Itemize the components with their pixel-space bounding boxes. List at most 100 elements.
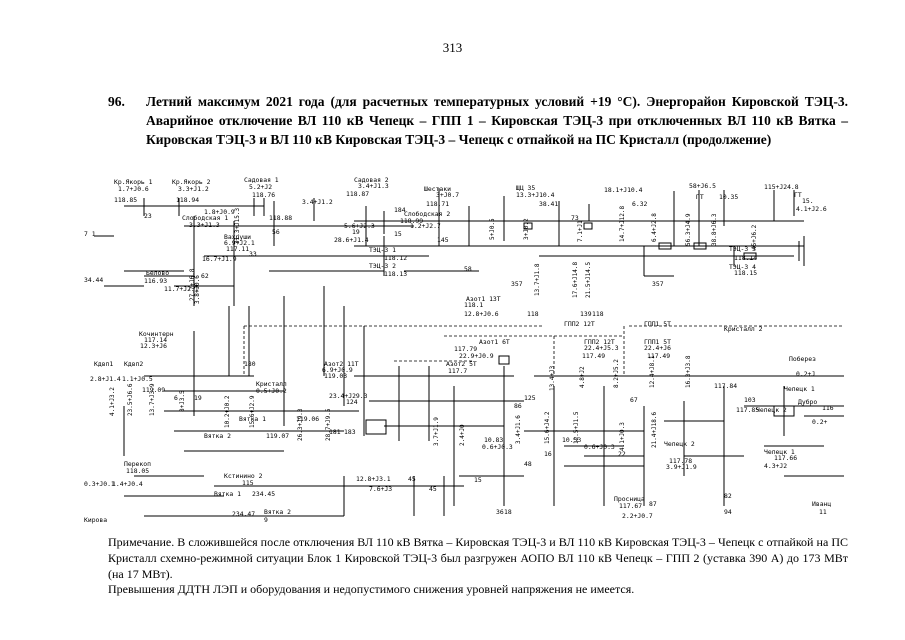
scheme-label: 0.6+J0.3	[482, 443, 513, 451]
scheme-label: Слободская 1	[182, 214, 228, 222]
line-number: 184	[394, 206, 406, 214]
breaker	[498, 355, 510, 365]
scheme-label: 118.14	[734, 254, 757, 262]
scheme-label: 119.09	[142, 386, 165, 394]
scheme-label: ГПП2 12Т	[564, 320, 595, 328]
scheme-label: 119.06	[296, 415, 319, 423]
scheme-label: 1.4+J0.4	[112, 480, 143, 488]
flow-label: 4.8+J2	[579, 366, 586, 388]
scheme-label: 3.3+J1.3	[189, 221, 220, 229]
scheme-label: 15.	[802, 197, 814, 205]
scheme-label: 58+J6.5	[689, 182, 716, 190]
scheme-label: 16.7+J1.9	[202, 255, 237, 263]
scheme-label: Кдвп1	[94, 360, 113, 368]
scheme-label: 118.87	[346, 190, 369, 198]
flow-label: 2.4+J0	[459, 424, 466, 446]
scheme-label: 12.3+J6	[140, 342, 167, 350]
scheme-label: 117.7	[448, 367, 467, 375]
scheme-label: ТЭЦ-3 2	[369, 262, 396, 270]
breaker	[658, 242, 672, 250]
breaker	[773, 405, 795, 417]
flow-label: 28.7+J9.5	[325, 408, 332, 441]
scheme-label: Кдвп2	[124, 360, 143, 368]
scheme-label: 0.3+J0.1	[84, 480, 115, 488]
scheme-label: 38.41	[539, 200, 558, 208]
scheme-label: Иванц	[812, 500, 831, 508]
scheme-label: Просница	[614, 495, 645, 503]
scheme-label: 118.1	[464, 301, 483, 309]
scheme-label: 6.9+J0.9	[322, 366, 353, 374]
scheme-label: 7.6+J3	[369, 485, 392, 493]
scheme-label: 119.07	[266, 432, 289, 440]
scheme-label: 73	[571, 214, 579, 222]
scheme-label: ТЭЦ-3 1	[369, 246, 396, 254]
scheme-label: 117.14	[144, 336, 167, 344]
flow-label: 12.5+J1.5	[573, 411, 580, 444]
breaker	[523, 222, 533, 230]
scheme-label: 13.3+J10.4	[516, 191, 555, 199]
scheme-label: 117.85	[736, 406, 759, 414]
scheme-label: 117.84	[714, 382, 737, 390]
scheme-label: Дубро	[798, 398, 817, 406]
line-number: 357	[511, 280, 523, 288]
note-paragraph: Примечание. В сложившейся после отключен…	[108, 535, 848, 581]
scheme-label: 119.03	[324, 372, 347, 380]
flow-label: 21.5+J14.5	[585, 261, 592, 298]
scheme-label: Чепецк 1	[784, 385, 815, 393]
flow-label: 3.4+J1.6	[515, 415, 522, 444]
scheme-label: Азот1 6Т	[479, 338, 510, 346]
line-number: 180	[244, 360, 256, 368]
scheme-label: 15	[474, 476, 482, 484]
flow-label: 26.3+J9.3	[297, 408, 304, 441]
line-number: 18	[504, 508, 512, 516]
scheme-label: 117.49	[582, 352, 605, 360]
flow-label: 13.4+J3	[549, 365, 556, 391]
line-number: 357	[652, 280, 664, 288]
scheme-label: 234.47	[232, 510, 255, 518]
scheme-label: 12.8+J0.6	[464, 310, 499, 318]
scheme-label: 34.44	[84, 276, 103, 284]
line-number: 19	[194, 394, 202, 402]
scheme-label: Садовая 1	[244, 176, 279, 184]
scheme-label: 22.4+J5.3	[584, 344, 619, 352]
flow-label: 45+J6.2	[751, 224, 758, 250]
scheme-label: ТЭЦ-3 4	[729, 263, 756, 271]
flow-label: 8.2+J5.2	[613, 359, 620, 388]
scheme-label: Кирова	[84, 516, 107, 524]
scheme-label: 22.9+J0.9	[459, 352, 494, 360]
breaker	[693, 242, 707, 250]
flow-label: 21.4+J18.6	[651, 411, 658, 448]
line-number: 103	[744, 396, 756, 404]
scheme-label: 115+J24.8	[764, 183, 799, 191]
scheme-label: 4.1+J2.6	[796, 205, 827, 213]
scheme-label: 118.15	[734, 269, 757, 277]
scheme-label: 5.2+J2	[249, 183, 272, 191]
scheme-label: 12.8+J3.1	[356, 475, 391, 483]
scheme-label: 1.8+J0.9	[204, 208, 235, 216]
scheme-label: 6.32	[632, 200, 648, 208]
breaker	[365, 419, 387, 435]
scheme-label: 0.5+J0.2	[256, 387, 287, 395]
scheme-label: Слободская 2	[404, 210, 450, 218]
line-number: 94	[724, 508, 732, 516]
scheme-label: 116	[822, 404, 834, 412]
flow-label: 8+J3.5	[179, 390, 186, 412]
scheme-label: 117.66	[774, 454, 797, 462]
section-number: 96.	[108, 94, 125, 109]
scheme-label: Азот2 11Т	[324, 360, 359, 368]
scheme-label: Поберез	[789, 355, 816, 363]
breaker	[743, 252, 757, 260]
scheme-label: 4.3+J2	[764, 462, 787, 470]
scheme-label: 117.79	[454, 345, 477, 353]
scheme-label: 117.67	[619, 502, 642, 510]
scheme-label: ТЭЦ-3 3	[729, 245, 756, 253]
flow-label: 31.3+J15.3	[234, 207, 241, 244]
line-number: 87	[649, 500, 657, 508]
scheme-label: 28.6+J1.4	[334, 236, 369, 244]
flow-label: 3+J0.2	[523, 218, 530, 240]
flow-label: 56.3+J4.9	[685, 213, 692, 246]
flow-label: 38.8+J6.3	[711, 213, 718, 246]
scheme-label: Чепецк 2	[664, 440, 695, 448]
flow-label: 4.1+J3.2	[109, 387, 116, 416]
scheme-label: ГПП2 12Т	[584, 338, 615, 346]
